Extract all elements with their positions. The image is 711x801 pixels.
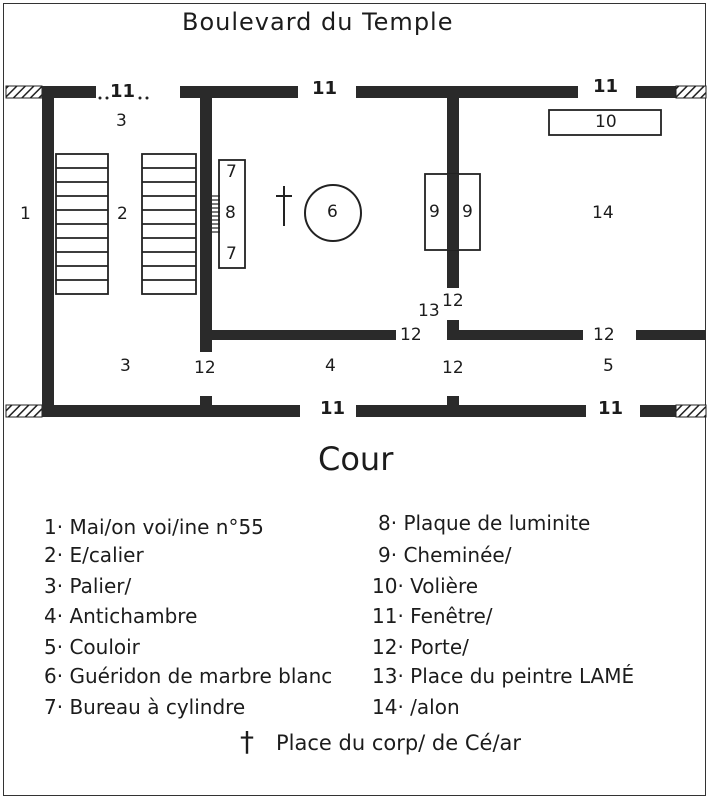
chimney-label: 9 [462, 202, 473, 222]
legend-item: 13· Place du peintre LAMÉ [372, 664, 635, 688]
legend-item: 5· Couloir [44, 635, 140, 659]
landing-label: 3 [120, 356, 131, 376]
door-label: 12 [442, 358, 464, 378]
door-label: 12 [442, 291, 464, 311]
window-label: 11 [598, 398, 624, 419]
stair-wall [200, 86, 212, 352]
window-label: 11 [320, 398, 346, 419]
legend-item: 1· Mai/on voi/ine n°55 [44, 515, 264, 539]
legend-item: 7· Bureau à cylindre [44, 695, 246, 719]
page-frame [3, 3, 706, 796]
corridor-wall [459, 330, 583, 340]
legend-item: 6· Guéridon de marbre blanc [44, 664, 333, 688]
door-label: 12 [194, 358, 216, 378]
window-label: 11 [110, 81, 136, 102]
aviary [548, 109, 662, 136]
legend-item: 9· Cheminée/ [378, 543, 512, 567]
painter-label: 13 [418, 301, 440, 321]
plate-label: 8 [225, 203, 236, 223]
legend-item: 10· Volière [372, 574, 479, 598]
desk-label: 7 [226, 162, 237, 182]
antechamber-label: 4 [325, 356, 336, 376]
legend-item: 2· E/calier [44, 543, 144, 567]
door-label: 12 [593, 325, 615, 345]
desk [218, 159, 246, 269]
marble-table [304, 184, 362, 242]
courtyard-label: Cour [318, 440, 394, 478]
street-title: Boulevard du Temple [182, 8, 454, 36]
aviary-label: 10 [595, 112, 617, 132]
interior-walls [42, 86, 706, 417]
cross-note: Place du corp/ de Cé/ar [276, 731, 522, 755]
legend-item: 11· Fenêtre/ [372, 604, 493, 628]
window-label: 11 [312, 78, 338, 99]
window-label: 11 [593, 76, 619, 97]
luminite-plate [212, 195, 220, 233]
legend-item: 12· Porte/ [372, 635, 469, 659]
top-wall-dots [98, 96, 149, 100]
legend-item: 14· /alon [372, 695, 460, 719]
legend-item: 4· Antichambre [44, 604, 198, 628]
cross-symbol: † [240, 725, 254, 758]
desk-label: 7 [226, 244, 237, 264]
house-label: 1 [20, 204, 31, 224]
chimney-wall-through [447, 174, 459, 250]
top-wall [5, 85, 707, 99]
antechamber-wall [212, 330, 396, 340]
party-wall [42, 86, 54, 417]
stairs-label: 2 [117, 204, 128, 224]
corridor-label: 5 [603, 356, 614, 376]
table-label: 6 [327, 202, 338, 222]
legend-item: 8· Plaque de luminite [378, 511, 591, 535]
salon-label: 14 [592, 203, 614, 223]
legend-item: 3· Palier/ [44, 574, 132, 598]
door-label: 12 [400, 325, 422, 345]
caesar-cross [276, 186, 292, 226]
staircase [55, 153, 197, 295]
chimney-label: 9 [429, 202, 440, 222]
landing-label: 3 [116, 111, 127, 131]
